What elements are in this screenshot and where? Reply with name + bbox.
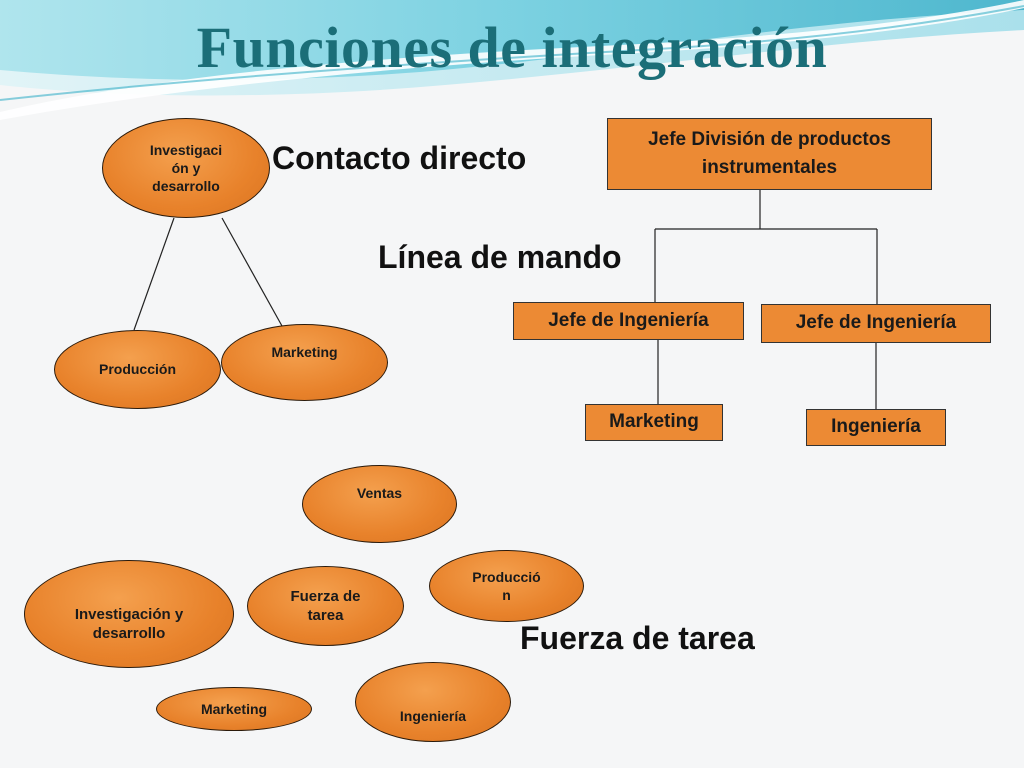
- oval-ventas: Ventas: [302, 465, 457, 543]
- oval-produccion-fuerza: Producció n: [429, 550, 584, 622]
- connector-id-marketing: [221, 217, 283, 327]
- label-contacto-directo: Contacto directo: [272, 140, 527, 176]
- oval-produccion: Producción: [54, 330, 221, 409]
- oval-investigacion-fuerza: Investigación y desarrollo: [24, 560, 234, 668]
- oval-marketing-contacto: Marketing: [221, 324, 388, 401]
- oval-ingenieria-fuerza: Ingeniería: [355, 662, 511, 742]
- label-fuerza-de-tarea: Fuerza de tarea: [520, 620, 755, 656]
- box-jefe-ingenieria-right: Jefe de Ingeniería: [761, 304, 991, 343]
- box-marketing: Marketing: [585, 404, 723, 441]
- box-jefe-division: Jefe División de productos instrumentale…: [607, 118, 932, 190]
- page-title: Funciones de integración: [196, 15, 828, 80]
- oval-investigacion-desarrollo: Investigaci ón y desarrollo: [102, 118, 270, 218]
- oval-fuerza-de-tarea: Fuerza de tarea: [247, 566, 404, 646]
- connector-id-produccion: [133, 217, 175, 331]
- label-linea-de-mando: Línea de mando: [378, 239, 622, 275]
- box-jefe-ingenieria-left: Jefe de Ingeniería: [513, 302, 744, 340]
- oval-marketing-fuerza: Marketing: [156, 687, 312, 731]
- box-ingenieria: Ingeniería: [806, 409, 946, 446]
